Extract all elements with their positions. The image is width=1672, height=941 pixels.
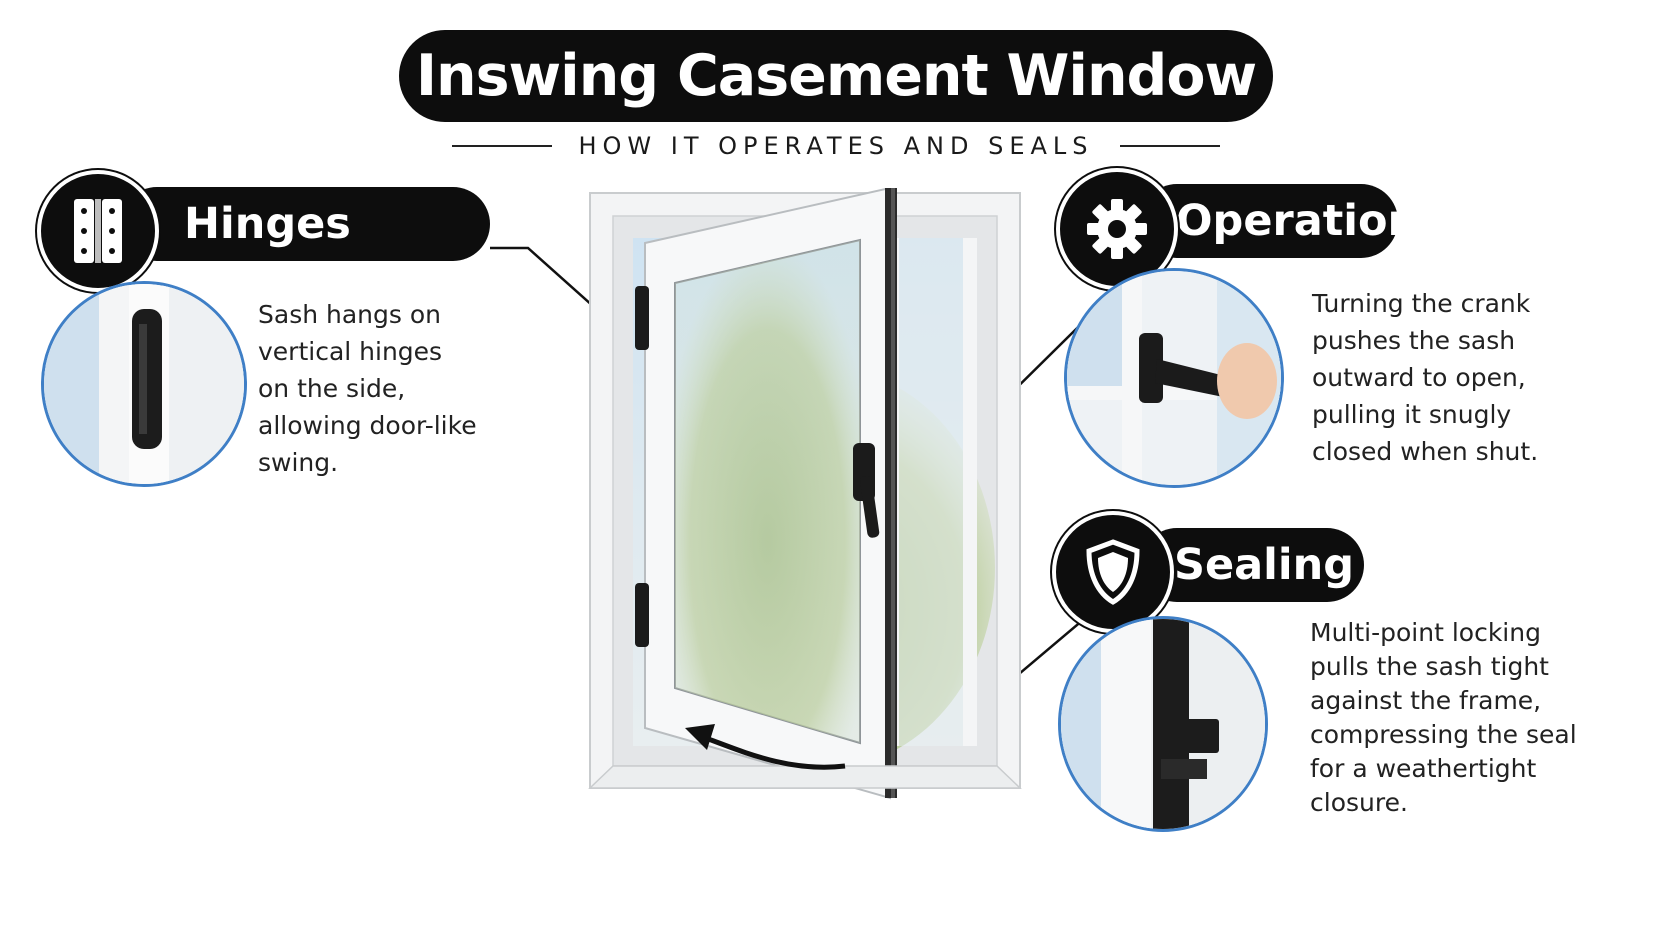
hinges-icon-disc — [37, 170, 159, 292]
window-handle-lever — [860, 475, 880, 538]
sealing-label-pill: Sealing — [1140, 528, 1364, 602]
operation-description: Turning the crank pushes the sash outwar… — [1312, 285, 1538, 470]
hinges-description-line: on the side, — [258, 374, 406, 403]
sealing-detail-image — [1058, 616, 1268, 832]
sealing-description: Multi-point locking pulls the sash tight… — [1310, 616, 1577, 820]
gear-icon — [1087, 199, 1147, 259]
hinges-label-pill: Hinges — [120, 187, 490, 261]
subtitle-divider-right — [1119, 145, 1220, 147]
hinges-description-line: Sash hangs on — [258, 300, 441, 329]
hinge-bottom — [635, 583, 649, 647]
hinges-description-line: swing. — [258, 448, 339, 477]
sealing-description-line: Multi-point locking — [1310, 618, 1541, 647]
operation-description-line: pushes the sash — [1312, 326, 1516, 355]
swing-arrow — [699, 733, 846, 770]
sealing-icon-disc — [1052, 511, 1174, 633]
casement-window-illustration — [588, 188, 1022, 800]
operation-label-pill: Operation — [1140, 184, 1418, 258]
operation-detail-image — [1064, 268, 1284, 488]
sealing-description-line: compressing the seal — [1310, 720, 1577, 749]
operation-description-line: pulling it snugly — [1312, 400, 1512, 429]
hinge-icon — [74, 199, 122, 263]
hinges-description-line: vertical hinges — [258, 337, 443, 366]
operation-description-line: Turning the crank — [1312, 289, 1531, 318]
shield-icon — [1086, 539, 1140, 605]
page-title: Inswing Casement Window — [399, 30, 1273, 122]
hinges-description: Sash hangs on vertical hinges on the sid… — [258, 296, 477, 481]
hinges-label: Hinges — [184, 199, 351, 249]
hinge-top — [635, 286, 649, 350]
operation-description-line: outward to open, — [1312, 363, 1526, 392]
hinges-description-line: allowing door-like — [258, 411, 477, 440]
operation-label: Operation — [1176, 196, 1419, 246]
sealing-description-line: against the frame, — [1310, 686, 1542, 715]
hinges-detail-image — [41, 281, 247, 487]
subtitle-row: HOW IT OPERATES AND SEALS — [428, 128, 1244, 164]
subtitle: HOW IT OPERATES AND SEALS — [578, 132, 1094, 160]
sealing-description-line: for a weathertight — [1310, 754, 1537, 783]
operation-description-line: closed when shut. — [1312, 437, 1539, 466]
sealing-label: Sealing — [1174, 540, 1355, 590]
sealing-description-line: pulls the sash tight — [1310, 652, 1549, 681]
swing-arrowhead — [685, 724, 715, 750]
sealing-description-line: closure. — [1310, 788, 1408, 817]
subtitle-divider-left — [452, 145, 553, 147]
